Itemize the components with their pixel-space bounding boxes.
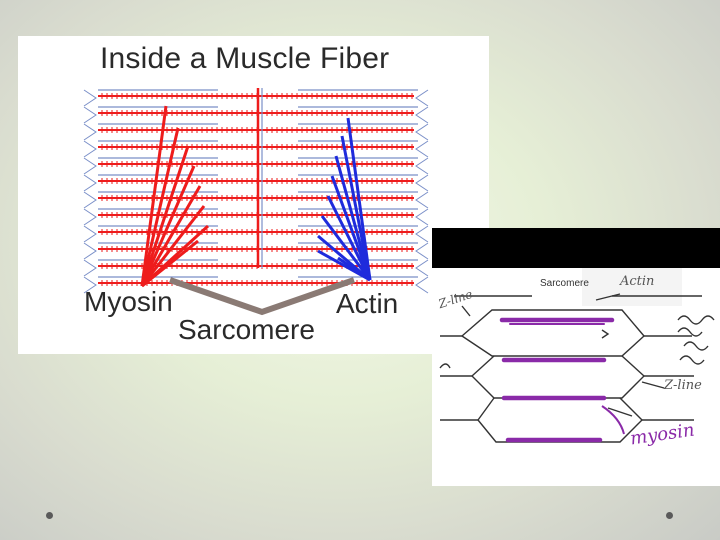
z-line-right-label: Z-line bbox=[664, 378, 702, 393]
sarcomere-small-label: Sarcomere bbox=[540, 278, 589, 289]
z-line-segment bbox=[83, 259, 97, 277]
sarcomere-sketch-drawing bbox=[439, 293, 715, 443]
slide-dot-left bbox=[46, 512, 53, 519]
z-line-segment bbox=[415, 259, 429, 277]
sarcomere-sketch: Sarcomere Actin Z-line Z-line myosin bbox=[432, 228, 720, 486]
z-line-segment bbox=[83, 123, 97, 141]
z-line-segment bbox=[415, 123, 429, 141]
actin-pointer bbox=[320, 215, 372, 281]
actin-label: Actin bbox=[336, 288, 399, 319]
actin-pointer bbox=[334, 155, 372, 281]
myosin-pointer bbox=[141, 254, 179, 288]
z-line-segment bbox=[415, 174, 429, 192]
actin-pointer bbox=[326, 195, 372, 281]
slide-dot-right bbox=[666, 512, 673, 519]
z-line-segment bbox=[415, 89, 429, 107]
actin-pointer bbox=[346, 117, 372, 281]
z-line-segment bbox=[415, 276, 429, 294]
actin-pointer bbox=[337, 256, 371, 282]
actin-pointer bbox=[340, 135, 372, 281]
z-line-segment bbox=[83, 208, 97, 226]
z-line-segment bbox=[415, 157, 429, 175]
myosin-pointer bbox=[140, 105, 168, 287]
myosin-pointer bbox=[140, 185, 202, 287]
sarcomere-bracket bbox=[169, 277, 355, 316]
z-line-segment bbox=[415, 191, 429, 209]
myosin-pointer bbox=[140, 205, 206, 287]
myosin-pointer bbox=[140, 257, 150, 287]
z-line-segment bbox=[415, 225, 429, 243]
black-header-bar bbox=[432, 228, 720, 268]
muscle-fiber-illustration bbox=[83, 88, 429, 316]
z-line-segment bbox=[83, 89, 97, 107]
z-line-segment bbox=[83, 242, 97, 260]
z-line-segment bbox=[415, 140, 429, 158]
z-line-segment bbox=[83, 106, 97, 124]
z-line-segment bbox=[83, 191, 97, 209]
z-line-segment bbox=[83, 140, 97, 158]
myosin-pointer bbox=[140, 165, 196, 287]
muscle-fiber-diagram: Inside a Muscle Fiber Myosin Actin Sarco… bbox=[18, 36, 489, 354]
myosin-label: Myosin bbox=[84, 286, 173, 317]
z-line-segment bbox=[83, 174, 97, 192]
actin-pointer bbox=[330, 175, 372, 281]
z-line-segment bbox=[83, 225, 97, 243]
myosin-pointer bbox=[140, 145, 190, 287]
z-line-segment bbox=[415, 106, 429, 124]
diagram-title: Inside a Muscle Fiber bbox=[100, 42, 390, 75]
z-line-segment bbox=[83, 157, 97, 175]
z-line-segment bbox=[415, 208, 429, 226]
z-line-segment bbox=[415, 242, 429, 260]
actin-handwritten-label: Actin bbox=[620, 274, 655, 289]
z-line-segment bbox=[83, 276, 97, 294]
sarcomere-label: Sarcomere bbox=[178, 314, 315, 345]
